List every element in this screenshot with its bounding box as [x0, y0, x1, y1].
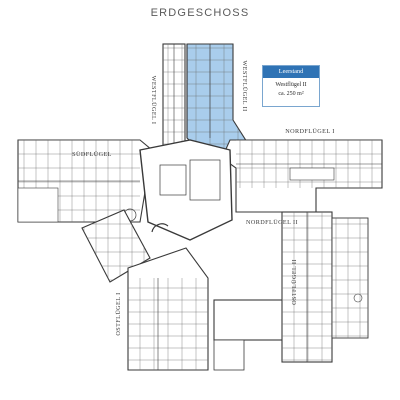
southwest-connector [81, 209, 151, 283]
westfluegel-1-wing [162, 43, 186, 157]
vacancy-area: ca. 250 m² [278, 91, 304, 97]
label-suedfluegel: SÜDFLÜGEL [72, 151, 112, 158]
label-nordfluegel-2: NORDFLÜGEL II [246, 219, 298, 226]
ostfluegel-1-wing [127, 247, 291, 371]
label-ostfluegel-2: OSTFLÜGEL II [291, 259, 298, 305]
label-westfluegel-2: WESTFLÜGEL II [241, 60, 248, 111]
label-ostfluegel-1: OSTFLÜGEL I [115, 292, 122, 335]
vacancy-status: Leerstand [263, 66, 319, 78]
label-westfluegel-1: WESTFLÜGEL I [150, 76, 157, 125]
central-hub [123, 139, 233, 241]
floor-title: ERDGESCHOSS [150, 7, 250, 19]
suedfluegel-wing [17, 139, 153, 223]
label-nordfluegel-1: NORDFLÜGEL I [285, 128, 334, 135]
vacancy-callout: Leerstand Westflügel II ca. 250 m² [262, 65, 320, 107]
nordfluegel-1-wing [221, 139, 383, 213]
ostfluegel-2-wing [281, 211, 369, 363]
vacancy-wing: Westflügel II [275, 82, 307, 88]
